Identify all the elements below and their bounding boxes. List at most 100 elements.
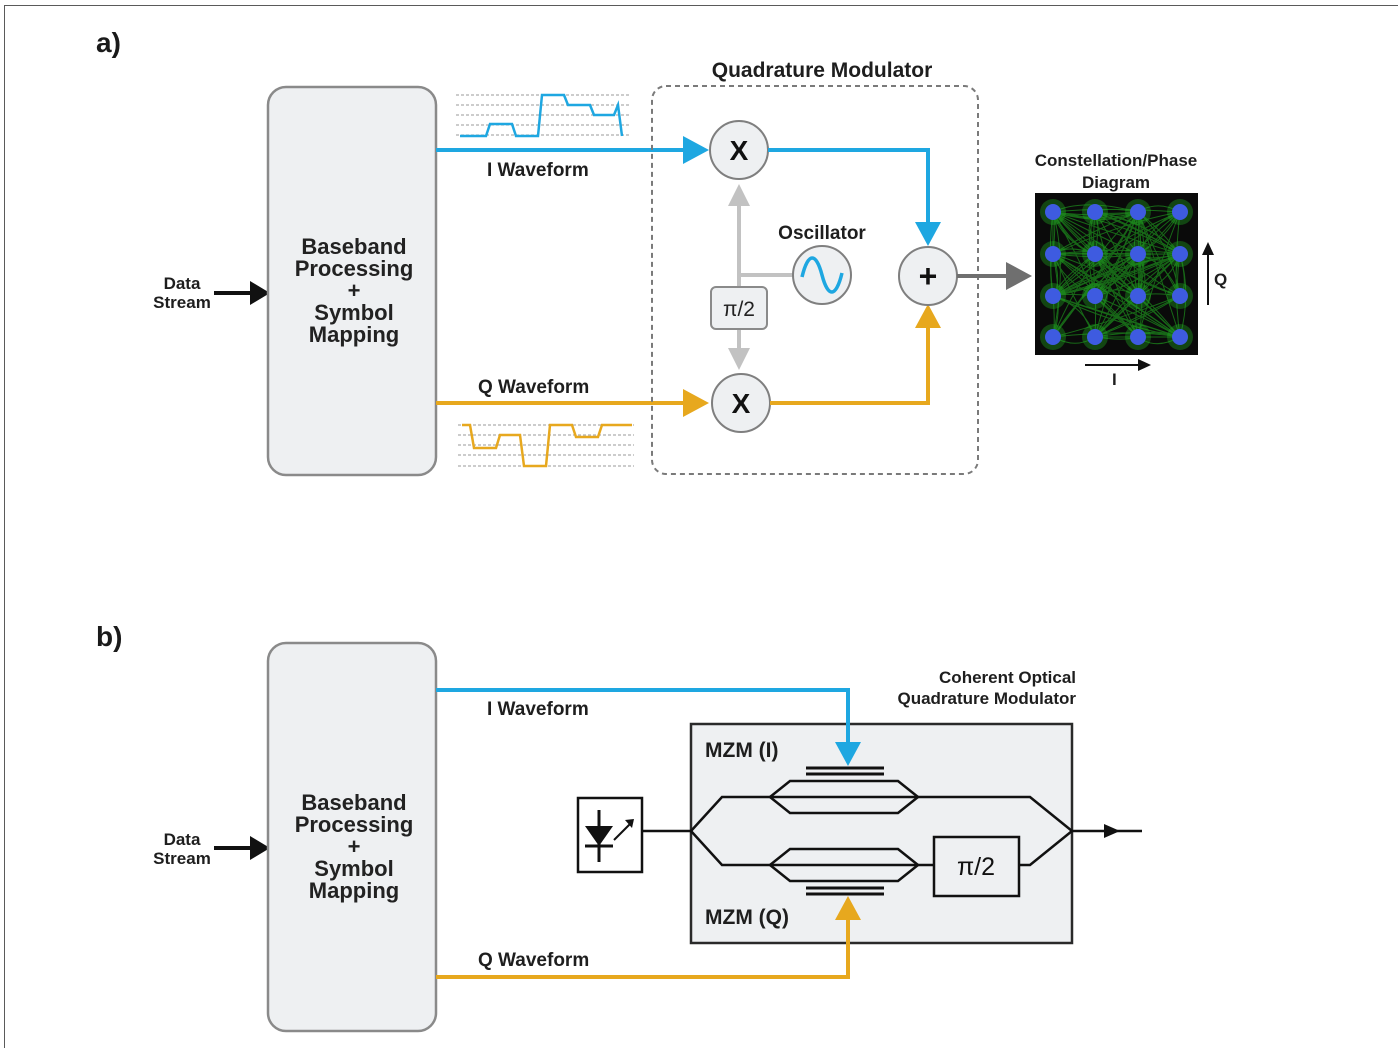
panel-a-label: a) — [96, 27, 121, 58]
constellation-point — [1172, 288, 1188, 304]
baseband-line: Baseband — [301, 790, 406, 815]
electrodes — [806, 766, 884, 896]
baseband-text-b: Baseband Processing + Symbol Mapping — [295, 790, 414, 903]
constellation-point — [1130, 288, 1146, 304]
baseband-block-b — [266, 641, 438, 1033]
mixer-q: X — [711, 373, 771, 433]
constellation-trace — [1094, 211, 1181, 255]
arrow-icon — [915, 304, 941, 328]
quadrature-modulator-title: Quadrature Modulator — [712, 59, 933, 82]
oscillator-label: Oscillator — [778, 223, 866, 244]
baseband-line: Baseband — [301, 234, 406, 259]
constellation-point — [1045, 246, 1061, 262]
constellation-trace — [1052, 295, 1181, 338]
data-stream-label-b-2: Stream — [153, 849, 211, 868]
i-waveform-graphic — [456, 93, 630, 138]
arrow-icon — [214, 836, 270, 860]
constellation-point — [1130, 204, 1146, 220]
constellation-trace — [1052, 211, 1139, 338]
figure-frame — [4, 5, 1398, 1048]
constellation-point — [1172, 246, 1188, 262]
mixer-symbol: X — [730, 135, 749, 166]
panel-b-label: b) — [96, 621, 122, 652]
baseband-line: + — [348, 834, 361, 859]
quadrature-modulator-box — [651, 85, 979, 475]
constellation-point — [1045, 204, 1061, 220]
i-axis-arrow — [1085, 359, 1151, 371]
constellation-trace — [1052, 211, 1061, 338]
phase-shifter-a: π/2 — [710, 286, 768, 330]
baseband-block-a — [266, 85, 438, 477]
arrow-icon — [683, 389, 709, 417]
data-stream-label-b-1: Data — [164, 830, 201, 849]
arrow-icon — [1104, 824, 1120, 838]
constellation-title-2: Diagram — [1082, 173, 1150, 192]
i-waveform-label-b: I Waveform — [487, 699, 589, 720]
constellation-trace — [1094, 295, 1181, 338]
optical-modulator-title-1: Coherent Optical — [939, 668, 1076, 687]
arrow-icon — [728, 184, 750, 206]
waveguides — [643, 779, 1142, 883]
constellation-trace — [1052, 253, 1181, 338]
q-waveform-label-b: Q Waveform — [478, 950, 589, 971]
constellation-trace — [1052, 211, 1139, 338]
constellation-point — [1172, 329, 1188, 345]
phase-shift-label: π/2 — [723, 298, 755, 321]
i-waveform-label-a: I Waveform — [487, 160, 589, 181]
laser-diode-icon — [576, 796, 644, 874]
i-signal-line-b — [436, 688, 850, 748]
constellation-point — [1130, 329, 1146, 345]
constellation-trace — [1052, 253, 1181, 297]
baseband-text-a: Baseband Processing + Symbol Mapping — [295, 234, 414, 347]
baseband-line: Mapping — [309, 878, 399, 903]
constellation-point — [1172, 204, 1188, 220]
mixer-i: X — [709, 120, 769, 180]
axis-i-label: I — [1112, 370, 1117, 389]
constellation-point — [1087, 246, 1103, 262]
baseband-line: Processing — [295, 256, 414, 281]
arrow-icon — [683, 136, 709, 164]
arrow-icon — [1006, 262, 1032, 290]
constellation-point — [1087, 288, 1103, 304]
constellation-trace — [1094, 211, 1139, 338]
constellation-point — [1087, 329, 1103, 345]
baseband-line: Symbol — [314, 856, 393, 881]
optical-modulator-title-2: Quadrature Modulator — [897, 689, 1076, 708]
phase-shift-label: π/2 — [957, 853, 995, 881]
phase-shifter-b: π/2 — [932, 835, 1021, 898]
constellation-trace — [1137, 211, 1181, 297]
constellation-trace — [1052, 295, 1181, 338]
constellation-trace — [1052, 211, 1139, 297]
constellation-trace — [1052, 211, 1181, 297]
mixer-symbol: X — [732, 388, 751, 419]
constellation-trace — [1052, 211, 1181, 255]
arrow-icon — [915, 222, 941, 246]
arrow-icon — [835, 742, 861, 766]
baseband-line: Mapping — [309, 322, 399, 347]
sine-wave-icon — [800, 256, 844, 294]
constellation-trace — [1052, 211, 1181, 338]
sum-symbol: + — [919, 258, 938, 294]
mzm-i-label: MZM (I) — [705, 739, 778, 762]
constellation-point — [1045, 329, 1061, 345]
constellation-point — [1045, 288, 1061, 304]
mzm-q-label: MZM (Q) — [705, 906, 789, 929]
panel-b: b) Data Stream Baseband Processing + Sym… — [96, 621, 1142, 1033]
constellation-trace — [1052, 211, 1181, 297]
constellation-trace — [1052, 211, 1181, 338]
constellation-trace — [1175, 211, 1181, 338]
constellation-diagram — [1035, 193, 1198, 355]
constellation-title-1: Constellation/Phase — [1035, 151, 1197, 170]
q-axis-arrow — [1202, 242, 1214, 305]
baseband-line: Processing — [295, 812, 414, 837]
summer: + — [898, 246, 958, 306]
optical-modulator-box — [689, 722, 1074, 945]
axis-q-label: Q — [1214, 270, 1227, 289]
arrow-icon — [835, 896, 861, 920]
constellation-trace — [1094, 253, 1181, 297]
baseband-line: Symbol — [314, 300, 393, 325]
constellation-trace — [1052, 253, 1139, 297]
oscillator-connections — [737, 200, 795, 350]
constellation-point — [1130, 246, 1146, 262]
